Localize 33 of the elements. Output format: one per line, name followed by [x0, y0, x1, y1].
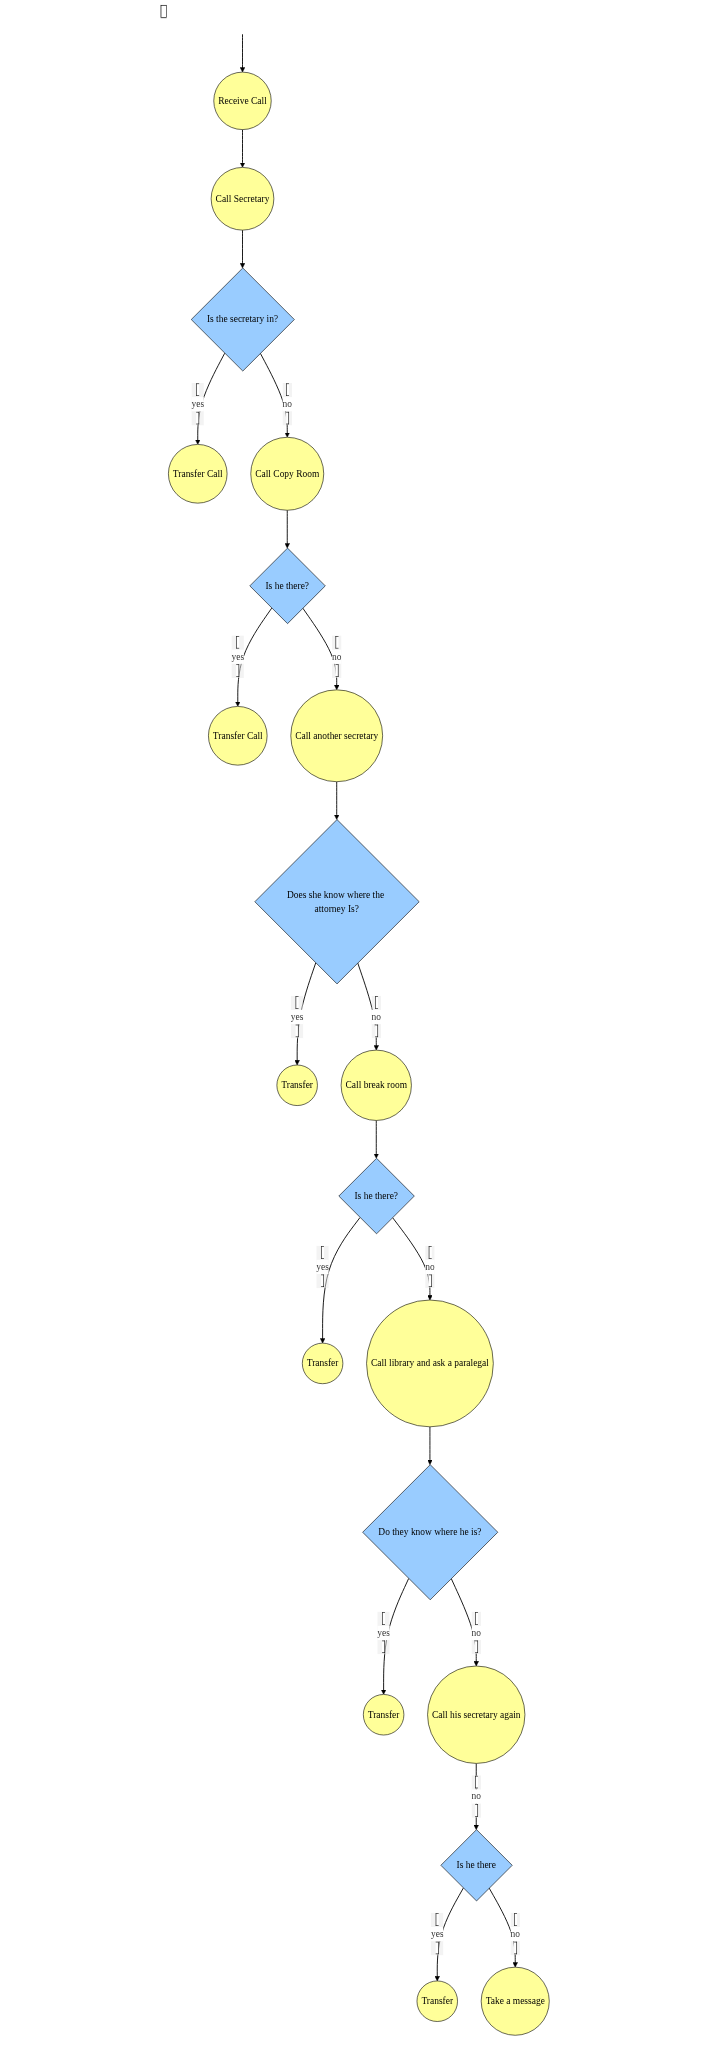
edge-label: no	[331, 651, 342, 662]
node-circle: Call break room	[340, 1049, 412, 1121]
node-circle: Call Copy Room	[250, 437, 325, 511]
node-diamond: Is the secretary in?	[190, 267, 295, 372]
node-circle: Call his secretary again	[427, 1665, 526, 1764]
edge-label: no	[371, 1011, 381, 1022]
edge-label: no	[510, 1928, 520, 1939]
node-diamond: Is he there?	[338, 1158, 415, 1235]
edge-label: yes	[316, 1261, 329, 1272]
node-circle: Transfer	[276, 1064, 318, 1106]
edge-label: yes	[377, 1627, 390, 1638]
node-circle: Transfer	[363, 1694, 405, 1736]
node-diamond: Do they know where he is?	[362, 1464, 499, 1601]
edge-label: yes	[430, 1928, 444, 1939]
node-circle: Receive Call	[213, 71, 272, 130]
node-circle: Transfer	[416, 1980, 458, 2022]
node-diamond: Is he there	[440, 1829, 513, 1902]
edge-label: no	[282, 398, 292, 409]
node-circle: Call another secretary	[290, 689, 383, 782]
node-circle: Transfer Call	[168, 444, 228, 504]
node-circle: Transfer Call	[208, 706, 268, 766]
node-diamond: Does she know where the attorney Is?	[254, 819, 420, 985]
node-diamond: Is he there?	[249, 547, 326, 624]
node-circle: Call library and ask a paralegal	[366, 1299, 494, 1428]
node-circle: Call Secretary	[210, 167, 275, 231]
edge-label: no	[471, 1791, 481, 1802]
edge-label: no	[425, 1261, 435, 1272]
node-circle: Take a message	[480, 1966, 550, 2036]
edge-label: no	[471, 1627, 481, 1638]
edge-label: yes	[191, 398, 205, 409]
edge-label: yes	[290, 1011, 304, 1022]
node-circle: Transfer	[302, 1342, 344, 1384]
edge-label: yes	[231, 651, 245, 662]
